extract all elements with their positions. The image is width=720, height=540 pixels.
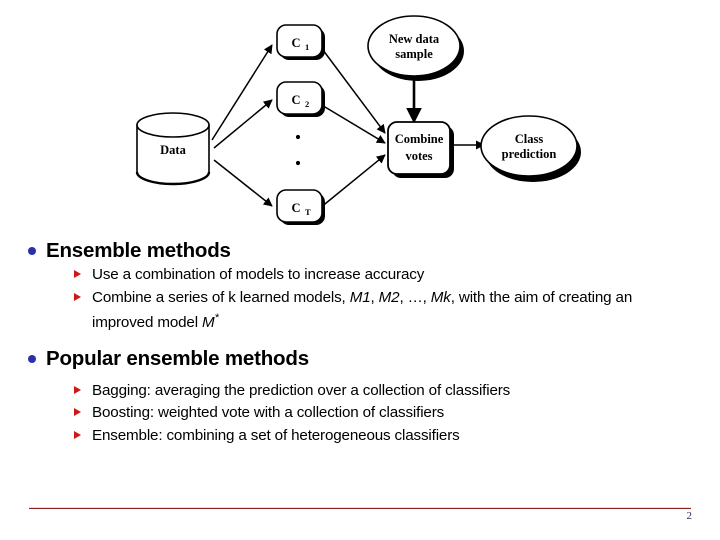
- list-item: Use a combination of models to increase …: [74, 264, 720, 286]
- node-c2-label: C: [291, 93, 300, 107]
- list-item-text: Use a combination of models to increase …: [92, 266, 425, 283]
- node-c1-label: C: [291, 36, 300, 50]
- bullet-triangle-icon: [74, 292, 88, 301]
- node-combine-label-line1: Combine: [395, 132, 444, 146]
- list-item-text: Bagging: averaging the prediction over a…: [92, 381, 511, 399]
- node-data-label: Data: [160, 143, 186, 157]
- section-heading-row: Ensemble methods: [0, 238, 720, 264]
- arrows-data-to-classifiers: [211, 44, 273, 207]
- list-item: Boosting: weighted vote with a collectio…: [74, 402, 720, 424]
- node-data-cylinder: Data: [135, 112, 211, 186]
- bullet-disc-icon: [28, 247, 41, 255]
- ellipsis-dots: [295, 134, 301, 166]
- footer-divider: [29, 507, 691, 509]
- node-prediction-label-line1: Class: [515, 132, 544, 146]
- sub-bullet-list: Use a combination of models to increase …: [0, 264, 720, 334]
- section-heading-row: Popular ensemble methods: [0, 346, 720, 372]
- bullet-triangle-icon: [74, 270, 88, 278]
- node-new-data-sample: New data sample: [367, 15, 464, 81]
- node-class-prediction: Class prediction: [480, 115, 581, 182]
- bullet-triangle-icon: [74, 430, 88, 439]
- node-combine-label-line2: votes: [405, 149, 432, 163]
- list-item-text: Boosting: weighted vote with a collectio…: [92, 404, 445, 422]
- node-ct-subscript: T: [305, 207, 311, 217]
- list-item-text: Combine a series of k learned models, M1…: [92, 288, 633, 332]
- slide-body: Ensemble methods Use a combination of mo…: [0, 238, 720, 500]
- node-c2-subscript: 2: [305, 99, 309, 109]
- node-sample-label-line2: sample: [395, 47, 433, 61]
- section-ensemble-methods: Ensemble methods Use a combination of mo…: [0, 238, 720, 334]
- node-sample-label-line1: New data: [389, 32, 440, 46]
- list-item: Bagging: averaging the prediction over a…: [74, 380, 720, 402]
- list-item: Combine a series of k learned models, M1…: [74, 287, 720, 334]
- section-popular-ensemble-methods: Popular ensemble methods Bagging: averag…: [0, 346, 720, 447]
- node-combine-votes: Combine votes: [387, 121, 454, 178]
- bullet-disc-icon: [28, 354, 41, 363]
- arrows-classifiers-to-combine: [319, 45, 386, 209]
- section-heading: Ensemble methods: [46, 239, 231, 262]
- section-heading: Popular ensemble methods: [46, 346, 309, 370]
- list-item-text: Ensemble: combining a set of heterogeneo…: [92, 426, 460, 444]
- ensemble-diagram: Data C 1 C 2 C T: [0, 0, 720, 238]
- bullet-triangle-icon: [74, 408, 88, 417]
- node-classifier-2: C 2: [276, 81, 325, 117]
- node-c1-subscript: 1: [305, 42, 309, 52]
- node-classifier-t: C T: [276, 189, 325, 225]
- ensemble-diagram-svg: Data C 1 C 2 C T: [135, 15, 581, 225]
- node-ct-label: C: [291, 201, 300, 215]
- page-number: 2: [686, 510, 693, 522]
- bullet-triangle-icon: [74, 385, 88, 394]
- slide-footer: 2: [0, 498, 720, 540]
- sub-bullet-list: Bagging: averaging the prediction over a…: [0, 380, 720, 447]
- node-prediction-label-line2: prediction: [502, 147, 557, 161]
- list-item: Ensemble: combining a set of heterogeneo…: [74, 425, 720, 447]
- node-classifier-1: C 1: [276, 24, 325, 60]
